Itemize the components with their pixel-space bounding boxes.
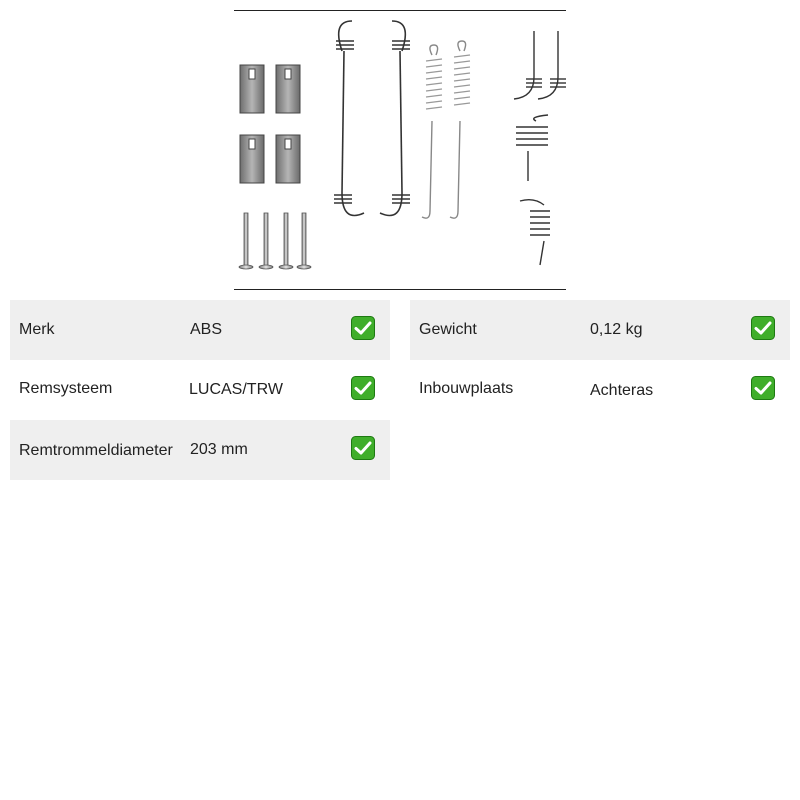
spring-coils-light bbox=[425, 54, 471, 110]
spec-label: Inbouwplaats bbox=[419, 380, 514, 397]
spec-row-inbouwplaats: Inbouwplaats Achteras bbox=[410, 360, 790, 420]
spec-value: 0,12 kg bbox=[590, 321, 643, 338]
product-image bbox=[234, 10, 566, 290]
small-springs bbox=[513, 31, 559, 266]
spec-value: 203 mm bbox=[190, 441, 248, 458]
spec-label: Gewicht bbox=[419, 321, 477, 338]
check-mark-button-icon bbox=[751, 376, 775, 400]
hold-down-pins bbox=[238, 212, 312, 270]
spec-row-merk: Merk ABS bbox=[10, 300, 390, 360]
return-springs-dark bbox=[337, 20, 407, 217]
spec-value: ABS bbox=[190, 321, 223, 338]
return-springs-light bbox=[421, 40, 467, 219]
spring-coils-dark bbox=[334, 40, 410, 204]
spec-label: Remsysteem bbox=[19, 380, 113, 397]
retaining-clips bbox=[239, 64, 301, 184]
spec-value: Achteras bbox=[590, 382, 654, 399]
spec-row-remsysteem: Remsysteem LUCAS/TRW bbox=[10, 360, 390, 420]
brake-kit-illustration bbox=[238, 20, 566, 270]
small-spring-coils bbox=[516, 78, 566, 236]
spec-value: LUCAS/TRW bbox=[189, 381, 283, 398]
check-mark-button-icon bbox=[351, 436, 375, 460]
spec-row-gewicht: Gewicht 0,12 kg bbox=[410, 300, 790, 360]
spec-label: Remtrommeldiameter bbox=[19, 442, 173, 459]
check-mark-button-icon bbox=[351, 316, 375, 340]
spec-row-remtrommeldiameter: Remtrommeldiameter 203 mm bbox=[10, 420, 390, 480]
check-mark-button-icon bbox=[751, 316, 775, 340]
spec-label: Merk bbox=[19, 321, 55, 338]
check-mark-button-icon bbox=[351, 376, 375, 400]
